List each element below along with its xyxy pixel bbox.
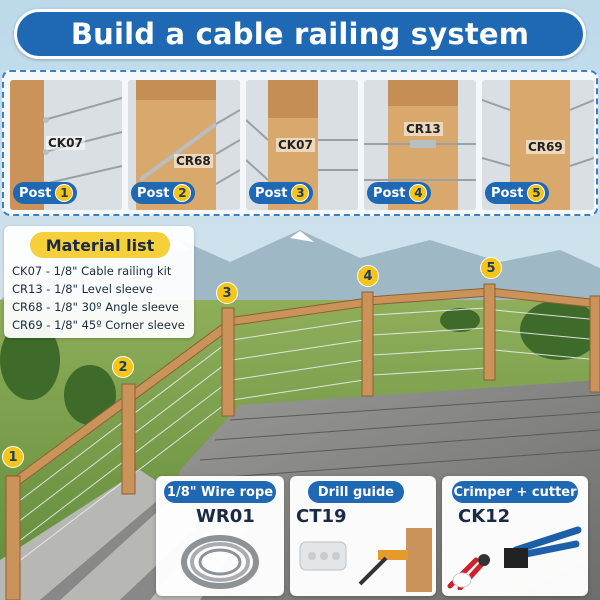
- material-item: CR69 - 1/8" 45º Corner sleeve: [12, 318, 185, 332]
- material-item: CR13 - 1/8" Level sleeve: [12, 282, 153, 296]
- product-title: Drill guide: [308, 481, 404, 503]
- part-code: CK07: [46, 136, 85, 150]
- post-detail-panel: CR69 Post 5: [482, 80, 594, 210]
- product-code: CK12: [458, 506, 511, 527]
- part-code: CK07: [276, 138, 315, 152]
- post-closeup-image: [128, 80, 240, 210]
- part-code: CR13: [404, 122, 443, 136]
- post-label-text: Post: [19, 185, 52, 201]
- post-detail-panel: CK07 Post 1: [10, 80, 122, 210]
- post-marker: 4: [357, 265, 379, 287]
- post-label: Post 5: [485, 182, 550, 204]
- post-number: 2: [173, 184, 192, 202]
- post-label-text: Post: [373, 185, 406, 201]
- drill-guide-icon: [299, 528, 432, 592]
- product-title: Crimper + cutter: [452, 481, 578, 503]
- post-label-text: Post: [255, 185, 288, 201]
- post-label-text: Post: [137, 185, 170, 201]
- material-item: CR68 - 1/8" 30º Angle sleeve: [12, 300, 179, 314]
- product-card-wire-rope: 1/8" Wire rope WR01: [156, 476, 284, 596]
- post-detail-panel: CK07 Post 3: [246, 80, 358, 210]
- post-number: 3: [291, 184, 310, 202]
- post-detail-panel: CR13 Post 4: [364, 80, 476, 210]
- part-code: CR68: [174, 154, 213, 168]
- post-label: Post 4: [367, 182, 432, 204]
- crimper-cutter-icon: [447, 526, 582, 590]
- material-list: Material list CK07 - 1/8" Cable railing …: [4, 226, 194, 338]
- post-detail-strip: CK07 Post 1 CR68 Post 2: [2, 70, 598, 216]
- post-label: Post 1: [13, 182, 78, 204]
- post-number: 1: [55, 184, 74, 202]
- material-item: CK07 - 1/8" Cable railing kit: [12, 264, 172, 278]
- part-code: CR69: [526, 140, 565, 154]
- product-card-crimper: Crimper + cutter CK12: [442, 476, 588, 596]
- post-number: 4: [409, 184, 428, 202]
- post-label: Post 3: [249, 182, 314, 204]
- post-label: Post 2: [131, 182, 196, 204]
- product-code: WR01: [196, 506, 255, 527]
- post-marker: 1: [2, 446, 24, 468]
- product-title: 1/8" Wire rope: [164, 481, 276, 503]
- post-label-text: Post: [491, 185, 524, 201]
- post-number: 5: [527, 184, 546, 202]
- page-title: Build a cable railing system: [14, 9, 586, 59]
- wire-rope-coil-icon: [181, 535, 259, 589]
- post-detail-panel: CR68 Post 2: [128, 80, 240, 210]
- post-marker: 5: [480, 257, 502, 279]
- post-marker: 3: [216, 282, 238, 304]
- product-card-drill-guide: Drill guide CT19: [290, 476, 436, 596]
- material-list-title: Material list: [30, 232, 170, 258]
- post-marker: 2: [112, 356, 134, 378]
- product-code: CT19: [296, 506, 347, 527]
